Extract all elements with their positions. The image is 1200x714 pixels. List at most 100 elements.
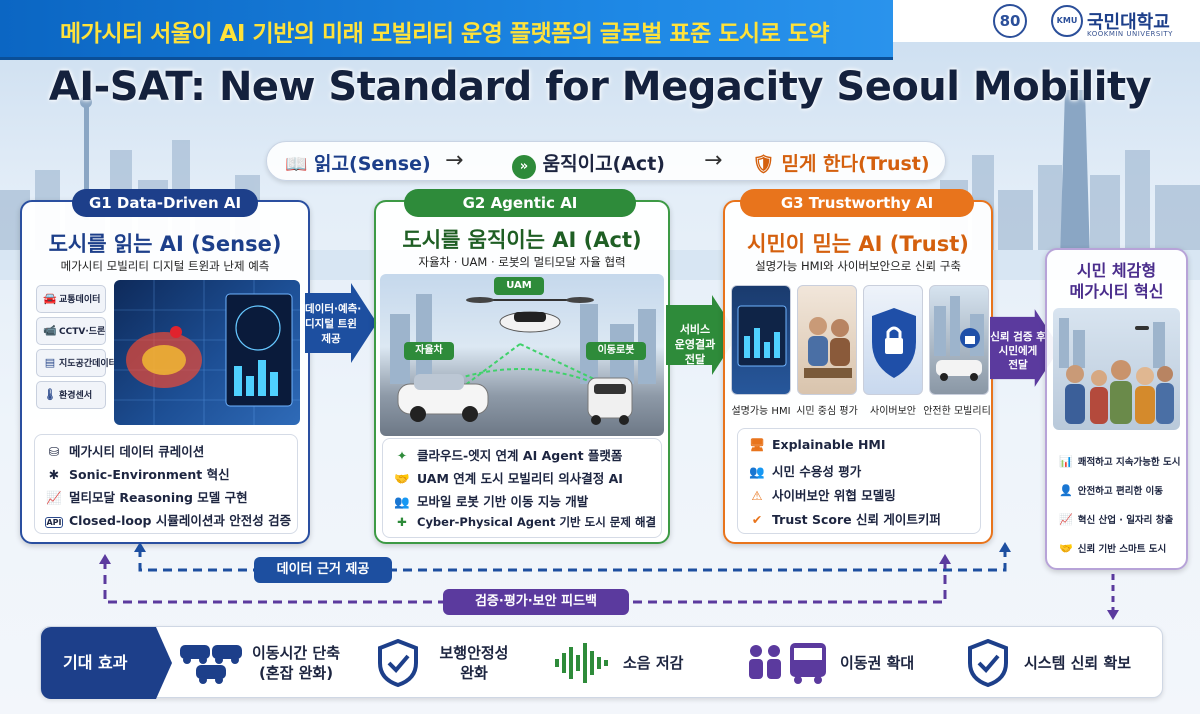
flow-trust-label: 믿게 한다(Trust) [781, 153, 930, 175]
shield-check-icon [968, 639, 1008, 687]
arrow1-line1: 데이터·예측· [305, 303, 362, 315]
g1-feature-1: ⛁ 메가시티 데이터 큐레이션 [45, 441, 204, 460]
citizen-title-line2: 메가시티 혁신 [1069, 282, 1164, 301]
effect-system-trust: 시스템 신뢰 확보 [966, 627, 1156, 699]
digital-twin-graphic [114, 280, 300, 425]
arrow2-line3: 전달 [684, 353, 706, 366]
citizen-feature-2: 👤안전하고 편리한 이동 [1059, 483, 1163, 497]
source-cctv: 📹CCTV·드론 [36, 317, 106, 345]
source-label: 교통데이터 [59, 295, 101, 305]
thumb-label-citizen: 시민 중심 평가 [796, 406, 858, 417]
g2-feature-3: 👥 모바일 로봇 기반 이동 지능 개발 [393, 491, 588, 510]
citizen-title-line1: 시민 체감형 [1076, 261, 1157, 280]
flow-arrow-2: → [704, 148, 723, 173]
safe-mobility-graphic [934, 296, 984, 381]
kmu-emblem-icon: KMU [1051, 5, 1083, 37]
g3-feature-box: 🖥Explainable HMI 👥시민 수용성 평가 ⚠사이버보안 위협 모델… [737, 428, 981, 534]
flow-arrow-g3-citizen-icon [990, 309, 1060, 387]
citizen-title: 시민 체감형 메가시티 혁신 [1047, 260, 1186, 302]
g1-feature-2: ✱Sonic-Environment 혁신 [45, 464, 230, 483]
effect-text: 시스템 신뢰 확보 [1024, 654, 1132, 672]
person-icon: 👤 [1059, 484, 1073, 497]
g2-feature-1: ✦ 클라우드-엣지 연계 AI Agent 플랫폼 [393, 445, 623, 464]
flow-sense-label: 읽고(Sense) [314, 153, 431, 175]
effect-line2: (혼잡 완화) [258, 664, 334, 682]
people-bus-icon [749, 643, 826, 684]
effect-text: 이동시간 단축 (혼잡 완화) [252, 643, 340, 683]
thumb-hmi [731, 285, 791, 395]
agent-icon: ✚ [397, 515, 407, 529]
verification-feedback-label: 검증·평가·보안 피드백 [443, 589, 629, 615]
layers-icon: ▤ [44, 356, 56, 369]
g1-subtitle: 메가시티 모빌리티 디지털 트윈과 난제 예측 [60, 259, 270, 273]
flow-act-label: 움직이고(Act) [542, 153, 665, 175]
source-label: CCTV·드론 [59, 327, 106, 337]
source-label: 지도공간데이터 [59, 359, 117, 369]
handshake-icon: 🤝 [1059, 542, 1073, 555]
flow-arrow-g1-g2-icon [305, 283, 377, 363]
flow-arrow-1: → [445, 148, 464, 173]
monitor-icon: 🖥 [749, 437, 765, 452]
flow-arrow-g2-g3-icon [666, 295, 738, 375]
feature-label: 쾌적하고 지속가능한 도시 [1077, 457, 1181, 468]
warning-icon: ⚠ [751, 488, 763, 503]
arrow1-line3: 제공 [321, 333, 341, 345]
citizen-feature-1: 📊 쾌적하고 지속가능한 도시 [1059, 454, 1180, 468]
uam-tag: UAM [494, 277, 544, 295]
thumb-label-hmi: 설명가능 HMI [731, 406, 791, 417]
feature-label: Closed-loop 시뮬레이션과 안전성 검증 [69, 513, 292, 528]
source-traffic: 🚘교통데이터 [36, 285, 106, 313]
database-icon: ⛁ [48, 444, 60, 459]
feature-label: 모바일 로봇 기반 이동 지능 개발 [417, 494, 589, 509]
effect-line1: 보행안정성 [439, 644, 509, 662]
g3-feature-4: ✔ Trust Score 신뢰 게이트키퍼 [748, 509, 941, 528]
citizen-feature-4: 🤝 신뢰 기반 스마트 도시 [1059, 541, 1166, 555]
arrow2-label: 서비스 운영결과 전달 [668, 322, 722, 367]
arrow3-label: 신뢰 검증 후 시민에게 전달 [988, 330, 1048, 372]
lock-shield-icon [872, 308, 916, 378]
feature-label: 메가시티 데이터 큐레이션 [69, 444, 205, 459]
feature-label: 클라우드-엣지 연계 AI Agent 플랫폼 [417, 448, 623, 463]
thumb-safe-mobility [929, 285, 989, 395]
group-icon: 👥 [394, 494, 410, 509]
feature-label: Trust Score 신뢰 게이트키퍼 [772, 512, 941, 527]
arrow3-line3: 전달 [1008, 359, 1028, 371]
effect-text: 보행안정성 완화 [434, 643, 514, 683]
flow-sense: 📖 읽고(Sense) [285, 149, 431, 176]
cctv-icon: 📹 [43, 324, 57, 337]
feature-label: 시민 수용성 평가 [772, 464, 862, 479]
network-nodes-icon: ✦ [396, 448, 408, 463]
arrow2-line1: 서비스 [679, 323, 711, 336]
effect-line1: 이동시간 단축 [252, 644, 341, 662]
feature-label: Explainable HMI [772, 437, 886, 452]
car-icon: 🚘 [43, 292, 57, 305]
feature-label: 신뢰 기반 스마트 도시 [1077, 544, 1167, 555]
g3-subtitle: 설명가능 HMI와 사이버보안으로 신뢰 구축 [755, 259, 961, 273]
network-icon: ✱ [48, 467, 60, 482]
citizen-feature-3: 📈혁신 산업 · 일자리 창출 [1059, 512, 1173, 526]
thermometer-icon: 🌡 [43, 388, 57, 401]
flow-trust: 🛡 믿게 한다(Trust) [752, 149, 930, 176]
arrow1-line2: 디지털 트윈 [305, 318, 357, 330]
g2-pill: G2 Agentic AI [404, 189, 636, 217]
g3-feature-1: 🖥 Explainable HMI [748, 437, 886, 453]
shield-check-icon [378, 639, 418, 687]
hmi-graphic [737, 305, 787, 367]
effects-label: 기대 효과 [41, 627, 156, 699]
presentation-icon: 📊 [1059, 455, 1073, 468]
kmu-mark: KMU [1056, 16, 1078, 25]
university-name: 국민대학교 [1087, 12, 1170, 33]
thumb-label-security: 사이버보안 [870, 406, 916, 417]
feedback-loops [99, 542, 1119, 620]
flow-act: » 움직이고(Act) [512, 149, 665, 179]
shield-check-icon: ✔ [751, 512, 763, 527]
effect-line2: 완화 [460, 664, 488, 682]
g2-subtitle: 자율차 · UAM · 로봇의 멀티모달 자율 협력 [418, 255, 626, 269]
cars-icon [180, 645, 242, 684]
g3-feature-3: ⚠사이버보안 위협 모델링 [748, 485, 895, 504]
shield-icon: 🛡 [752, 154, 775, 175]
arrow2-line2: 운영결과 [674, 338, 716, 351]
logo-area: 80 KMU 국민대학교 KOOKMIN UNIVERSITY [893, 0, 1200, 42]
thumb-security [863, 285, 923, 395]
